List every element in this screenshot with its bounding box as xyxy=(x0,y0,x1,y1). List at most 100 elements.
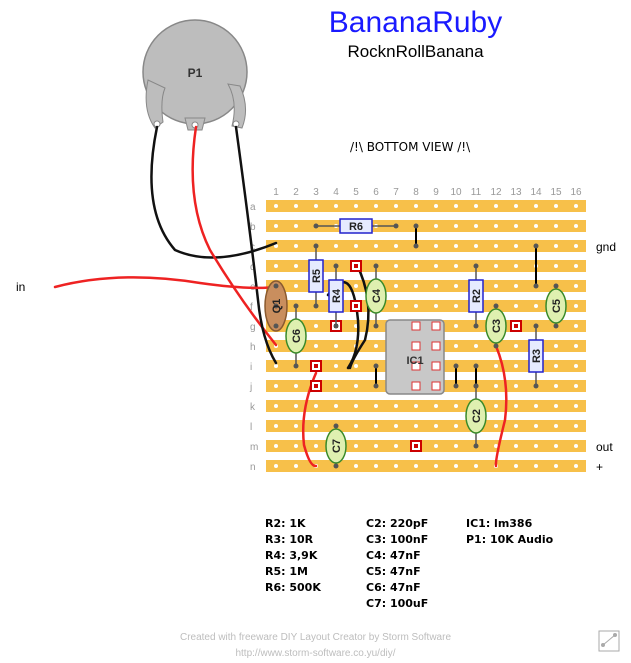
strip-hole xyxy=(494,244,498,248)
strip-hole xyxy=(554,464,558,468)
resistor-label: R5 xyxy=(311,269,323,283)
strip-hole xyxy=(574,364,578,368)
resistor-pin xyxy=(313,223,319,229)
ic-label: IC1 xyxy=(406,355,423,367)
strip-hole xyxy=(434,444,438,448)
strip-hole xyxy=(294,424,298,428)
copper-strip xyxy=(266,300,586,312)
strip-hole xyxy=(574,424,578,428)
capacitor-pin xyxy=(553,283,559,289)
strip-hole xyxy=(434,304,438,308)
ic-pin xyxy=(411,361,421,371)
capacitor-pin xyxy=(473,383,479,389)
strip-hole xyxy=(514,364,518,368)
column-label: 7 xyxy=(393,187,399,198)
strip-hole xyxy=(494,204,498,208)
strip-hole xyxy=(334,404,338,408)
jumper-end xyxy=(453,383,459,389)
column-label: 9 xyxy=(433,187,439,198)
strip-hole xyxy=(434,404,438,408)
ic-pin xyxy=(431,321,441,331)
view-label: /!\ BOTTOM VIEW /!\ xyxy=(350,140,471,154)
bom-line: R4: 3,9K xyxy=(265,549,318,562)
capacitor-c2 xyxy=(465,398,487,434)
strip-hole xyxy=(514,444,518,448)
strip-hole xyxy=(274,244,278,248)
strip-hole xyxy=(514,204,518,208)
strip-hole xyxy=(514,424,518,428)
strip-hole xyxy=(334,344,338,348)
strip-hole xyxy=(434,424,438,428)
capacitor-c3 xyxy=(485,308,507,344)
strip-hole xyxy=(374,424,378,428)
copper-strip xyxy=(266,200,586,212)
row-label: k xyxy=(250,402,256,413)
strip-hole xyxy=(454,264,458,268)
strip-hole xyxy=(294,404,298,408)
column-label: 8 xyxy=(413,187,419,198)
strip-hole xyxy=(534,224,538,228)
row-label: h xyxy=(250,342,256,353)
strip-hole xyxy=(514,244,518,248)
strip-hole xyxy=(454,244,458,248)
resistor-label: R6 xyxy=(349,221,363,233)
resistor-pin xyxy=(393,223,399,229)
jumper-end xyxy=(533,243,539,249)
strip-hole xyxy=(574,244,578,248)
resistor-r5 xyxy=(308,259,324,293)
row-label: g xyxy=(250,322,256,333)
column-label: 12 xyxy=(490,187,502,198)
capacitor-c6 xyxy=(285,318,307,354)
resistor-pin xyxy=(533,383,539,389)
strip-hole xyxy=(474,464,478,468)
strip-hole xyxy=(514,224,518,228)
strip-hole xyxy=(354,244,358,248)
resistor-label: R4 xyxy=(331,288,343,303)
ic-lm386 xyxy=(385,319,445,395)
column-label: 16 xyxy=(570,187,582,198)
strip-hole xyxy=(534,424,538,428)
strip-hole xyxy=(274,444,278,448)
jumper-end xyxy=(413,243,419,249)
strip-hole xyxy=(314,424,318,428)
column-label: 1 xyxy=(273,187,279,198)
ic-pin xyxy=(431,381,441,391)
row-label: b xyxy=(250,222,256,233)
strip-hole xyxy=(394,404,398,408)
strip-hole xyxy=(294,204,298,208)
strip-hole xyxy=(534,304,538,308)
strip-hole xyxy=(514,464,518,468)
resistor-r3 xyxy=(528,339,544,373)
strip-hole xyxy=(454,324,458,328)
strip-hole xyxy=(394,304,398,308)
resistor-pin xyxy=(533,323,539,329)
strip-hole xyxy=(574,284,578,288)
capacitor-pin xyxy=(373,323,379,329)
capacitor-c7 xyxy=(325,428,347,464)
jumper-end xyxy=(533,283,539,289)
strip-hole xyxy=(334,204,338,208)
strip-hole xyxy=(414,464,418,468)
ic-pin xyxy=(431,361,441,371)
strip-hole xyxy=(394,444,398,448)
strip-hole xyxy=(534,404,538,408)
strip-hole xyxy=(354,364,358,368)
strip-cut-mark xyxy=(514,324,518,328)
strip-hole xyxy=(274,204,278,208)
strip-hole xyxy=(434,464,438,468)
strip-hole xyxy=(474,244,478,248)
strip-cut-mark xyxy=(314,384,318,388)
strip-hole xyxy=(554,364,558,368)
capacitor-pin xyxy=(493,343,499,349)
strip-hole xyxy=(494,384,498,388)
strip-hole xyxy=(294,264,298,268)
strip-hole xyxy=(514,344,518,348)
capacitor-pin xyxy=(373,263,379,269)
strip-hole xyxy=(554,344,558,348)
bom-line: R3: 10R xyxy=(265,533,314,546)
strip-hole xyxy=(314,444,318,448)
transistor-pin xyxy=(273,323,279,329)
resistor-pin xyxy=(313,243,319,249)
